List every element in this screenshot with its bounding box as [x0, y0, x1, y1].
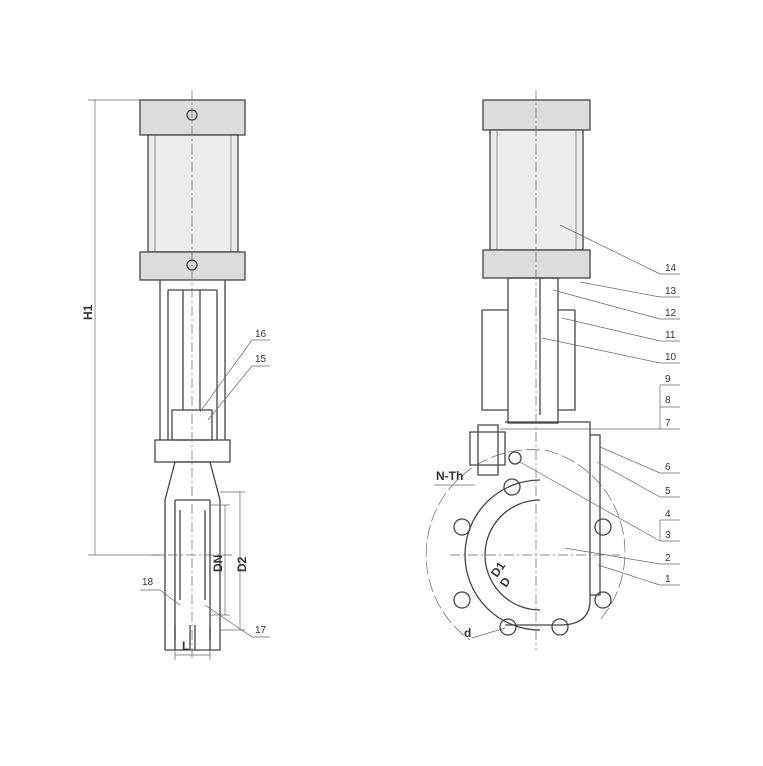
part-label-9: 9 [665, 374, 671, 385]
front-view: H1 DN D2 L 16 15 18 17 [81, 90, 270, 660]
side-view-part-labels: 14 13 12 11 10 9 8 7 6 5 4 3 2 1 [500, 224, 680, 586]
stem [182, 290, 201, 410]
gland [171, 409, 213, 441]
part-label-15: 15 [255, 354, 267, 365]
part-label-1: 1 [665, 574, 671, 585]
cylinder-bottom-cap [482, 249, 591, 279]
part-label-16: 16 [255, 329, 267, 340]
part-label-12: 12 [665, 308, 677, 319]
dn-label: DN [211, 555, 225, 572]
part-label-6: 6 [665, 462, 671, 473]
bolt-clamp [469, 424, 506, 476]
flange-bolts [453, 478, 612, 636]
cylinder-body [147, 134, 239, 253]
stem-housing [507, 277, 559, 424]
part-label-3: 3 [665, 530, 671, 541]
part-label-18: 18 [142, 577, 154, 588]
part-label-10: 10 [665, 352, 677, 363]
part-label-14: 14 [665, 263, 677, 274]
l-label: L [182, 639, 189, 653]
part-label-7: 7 [665, 418, 671, 429]
valve-body [164, 461, 221, 651]
d-small-label: d [464, 626, 471, 640]
d1-label: D1 [488, 559, 508, 580]
cylinder-bottom-cap [139, 251, 246, 281]
part-label-17: 17 [255, 625, 267, 636]
part-label-4: 4 [665, 509, 671, 520]
d-label: D [497, 574, 514, 589]
h1-label: H1 [81, 304, 95, 320]
part-label-5: 5 [665, 486, 671, 497]
cylinder-top-cap [139, 99, 246, 136]
part-label-13: 13 [665, 286, 677, 297]
cylinder-top-cap [482, 99, 591, 131]
body-flange-arc [464, 479, 541, 631]
part-label-11: 11 [665, 330, 676, 341]
yoke [159, 280, 226, 440]
n-th-label: N-Th [436, 469, 463, 483]
part-label-2: 2 [665, 553, 671, 564]
cylinder-body [489, 129, 584, 251]
yoke-base [154, 439, 231, 463]
d2-label: D2 [235, 556, 249, 572]
side-view: N-Th D1 D d [425, 90, 626, 650]
part-label-8: 8 [665, 395, 671, 406]
